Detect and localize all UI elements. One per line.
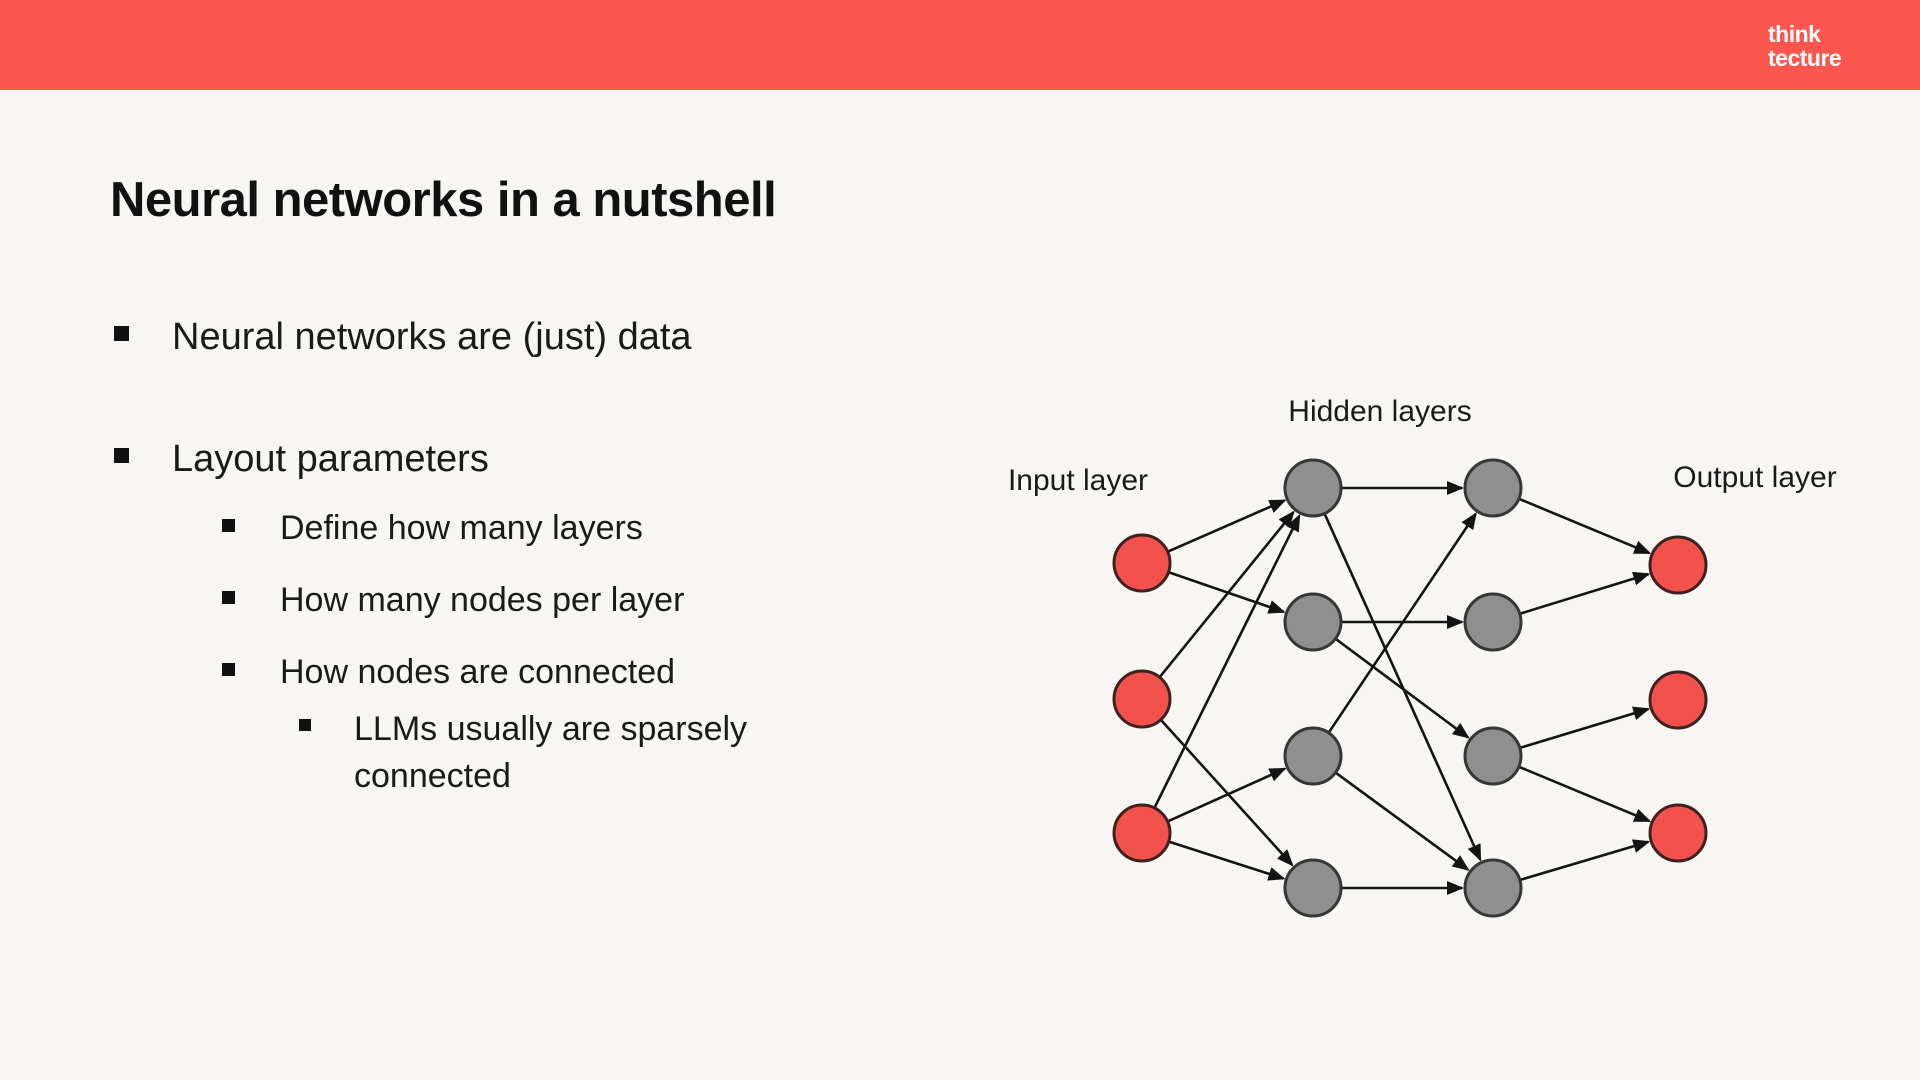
output-node-o1 (1648, 535, 1708, 595)
edge-h13-h24 (1335, 772, 1470, 871)
edge-i2-h14 (1160, 719, 1294, 867)
edge-i3-h14 (1169, 840, 1286, 881)
logo-line-1: think (1768, 21, 1821, 47)
edge-h24-o3 (1520, 839, 1651, 881)
edge-h23-o3 (1519, 765, 1652, 823)
bullet-text: How many nodes per layer (280, 581, 685, 619)
logo-line-2: tecture (1768, 45, 1842, 71)
bullet-square-marker (222, 663, 235, 676)
bullet-square-marker (114, 448, 129, 463)
edge-i2-h11 (1159, 510, 1295, 678)
edge-i3-h11 (1153, 513, 1301, 808)
output-layer-label: Output layer (1673, 461, 1837, 494)
hidden-node-h13 (1283, 726, 1343, 786)
hidden-node-h24 (1463, 858, 1523, 918)
thinktecture-logo: think tecture (1768, 21, 1842, 71)
input-node-i3 (1112, 803, 1172, 863)
bullet-square-marker (299, 719, 311, 731)
output-node-o3 (1648, 803, 1708, 863)
hidden-layers-label: Hidden layers (1288, 395, 1472, 428)
hidden-node-h23 (1463, 726, 1523, 786)
edge-i1-h11 (1168, 499, 1287, 553)
slide-title: Neural networks in a nutshell (110, 173, 777, 227)
bullet-text: Neural networks are (just) data (172, 316, 692, 358)
output-node-o2 (1648, 670, 1708, 730)
edge-h13-h21 (1328, 512, 1477, 733)
hidden-node-h12 (1283, 592, 1343, 652)
edge-i1-h12 (1168, 571, 1286, 614)
input-node-i2 (1112, 669, 1172, 729)
edge-h22-o1 (1520, 571, 1651, 615)
bullet-square-marker (114, 326, 129, 341)
bullet-square-marker (222, 519, 235, 532)
input-layer-label: Input layer (1007, 464, 1149, 497)
input-node-i1 (1112, 533, 1172, 593)
edge-h23-o2 (1520, 706, 1651, 749)
header-bar (0, 0, 1920, 90)
hidden-node-h14 (1283, 858, 1343, 918)
bullet-text: How nodes are connected (280, 653, 676, 691)
bullet-text: Layout parameters (172, 438, 489, 480)
edge-i3-h13 (1167, 767, 1287, 823)
edge-h21-o1 (1519, 497, 1652, 555)
hidden-node-h21 (1463, 458, 1523, 518)
hidden-node-h22 (1463, 592, 1523, 652)
edge-h12-h23 (1335, 638, 1470, 739)
bullet-text: LLMs usually are sparsely connected (354, 710, 748, 795)
bullet-square-marker (222, 591, 235, 604)
hidden-node-h11 (1283, 458, 1343, 518)
bullet-text: Define how many layers (280, 509, 643, 547)
